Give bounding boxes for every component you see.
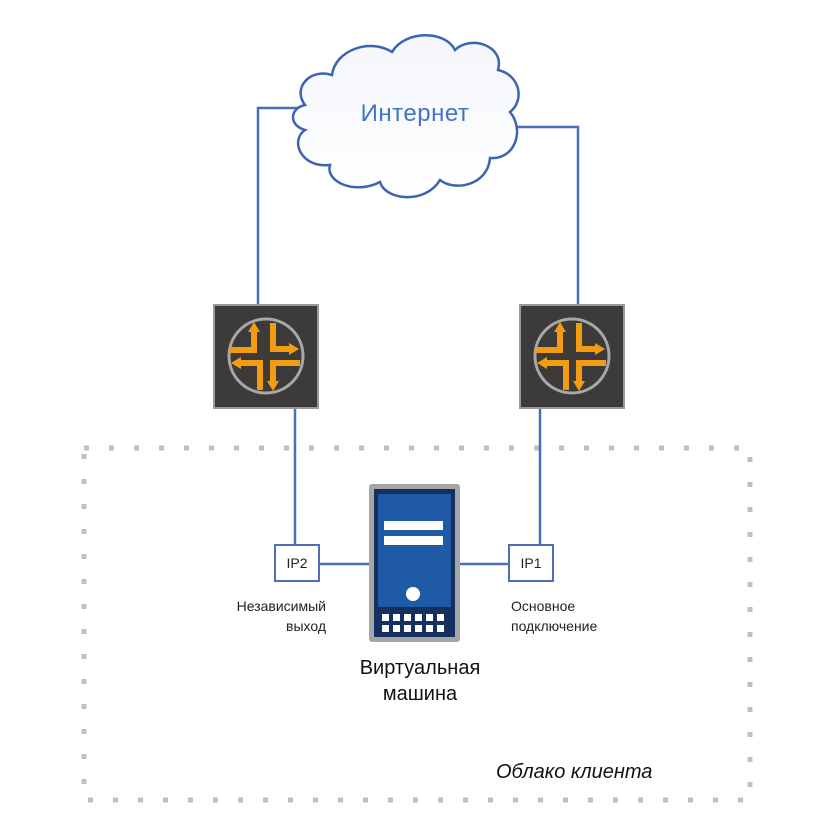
ip1-box: IP1 xyxy=(508,544,554,582)
client-cloud-boundary xyxy=(81,445,753,803)
ip1-caption: Основное подключение xyxy=(511,596,597,636)
vm-label-line1: Виртуальная xyxy=(359,657,481,679)
vm-label-line2: машина xyxy=(382,683,458,705)
internet-label: Интернет xyxy=(360,100,470,127)
ip1-caption-line1: Основное xyxy=(511,598,576,614)
ip2-caption: Независимый выход xyxy=(224,596,326,636)
router-icon xyxy=(519,304,625,409)
ip1-label: IP1 xyxy=(520,555,542,571)
ip2-caption-line2: выход xyxy=(286,618,326,634)
ip2-caption-line1: Независимый xyxy=(236,598,326,614)
cloud-icon xyxy=(291,34,520,199)
vm-label: Виртуальная машина xyxy=(335,655,505,707)
server-icon xyxy=(369,484,460,642)
ip2-box: IP2 xyxy=(274,544,320,582)
client-cloud-label: Облако клиента xyxy=(496,761,653,783)
link-cloud-left-router xyxy=(256,106,303,305)
router-icon xyxy=(213,304,319,409)
connection-lines xyxy=(256,106,580,566)
ip2-label: IP2 xyxy=(286,555,308,571)
ip1-caption-line2: подключение xyxy=(511,618,598,634)
link-cloud-right-router xyxy=(510,125,580,305)
